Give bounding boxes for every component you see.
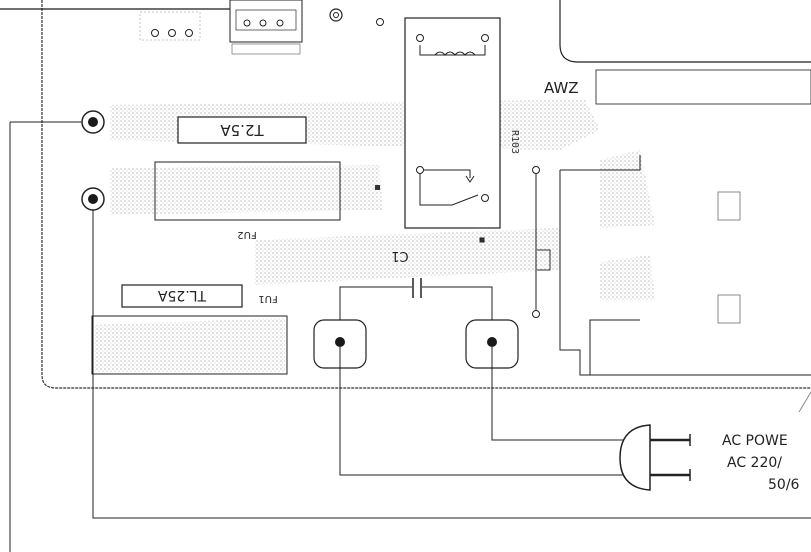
pcb-outline [41,0,811,389]
ac-plug [619,424,691,491]
ac-terminal-left [313,319,367,369]
screw-terminal-2 [81,187,105,211]
fuse-t25a: T2.5A [177,116,307,144]
fu2-label: FU2 [237,229,256,240]
pin-row-left [139,11,201,41]
right-wiring [479,155,811,376]
c1-label: C1 [391,248,408,263]
svg-text:T2.5A: T2.5A [220,121,265,139]
screw-terminal-1 [81,110,105,134]
test-point [329,8,343,22]
relay [404,17,501,229]
awz-label: AWZ [544,79,579,97]
fuse-holder-fu1 [91,315,288,375]
awz-box [595,69,811,105]
warning-icon [798,391,811,413]
connector-ct [229,0,303,55]
ac-power-line-3: 50/6 [768,477,800,493]
transformer-outline [559,0,811,63]
fu1-label: FU1 [258,293,277,304]
relay-label: R103 [509,130,520,154]
fuse-holder-fu2 [154,161,380,221]
fuse-tl25a: TL.25A [121,284,243,308]
svg-text:TL.25A: TL.25A [157,287,207,303]
ac-plug-wiring [339,347,630,476]
ac-power-line-2: AC 220/ [727,455,782,471]
ac-power-line-1: AC POWE [722,433,788,449]
